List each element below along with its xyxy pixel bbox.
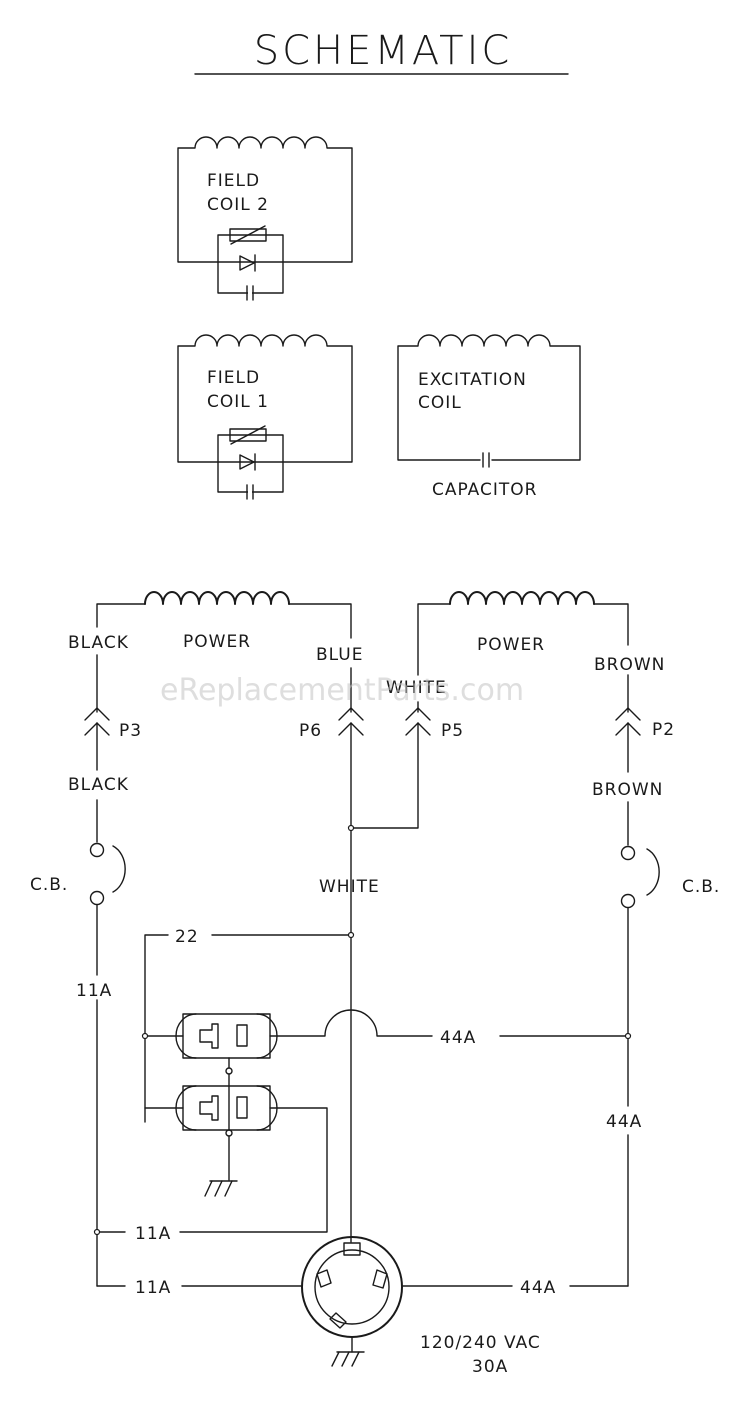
- ground-symbol-main: [331, 1351, 365, 1367]
- field-coil-2: FIELD COIL 2: [177, 136, 353, 301]
- circuit-breaker-right: [620, 845, 660, 909]
- circuit-breaker-left: [89, 842, 126, 906]
- excitation-label-1: EXCITATION: [418, 370, 527, 390]
- receptacle-slot: [199, 1023, 219, 1049]
- wire-label-blue: BLUE: [316, 645, 363, 665]
- field-coil-2-winding: [177, 136, 353, 263]
- plug-p3: [84, 707, 110, 771]
- diode-symbol: [239, 255, 255, 271]
- voltage-rating: 120/240 VAC: [420, 1333, 541, 1353]
- plug-p2: [615, 707, 641, 773]
- wire-label-black-top: BLACK: [68, 633, 129, 653]
- wire-22: [144, 934, 352, 1123]
- power-winding-right: [417, 591, 629, 676]
- power-coil-left: [144, 591, 290, 605]
- field-coil-2-label-1: FIELD: [207, 171, 260, 191]
- wire-label-black-bottom: BLACK: [68, 775, 129, 795]
- varistor-symbol: [229, 428, 267, 442]
- plug-label-p3: P3: [119, 721, 142, 741]
- power-coil-right: [449, 591, 595, 605]
- excitation-label-2: COIL: [418, 393, 462, 413]
- wire-label-11a-low2: 11A: [135, 1278, 171, 1298]
- field-coil-1-rectifier-loop: [217, 434, 284, 493]
- excitation-coil-winding: [397, 334, 581, 461]
- power-label-left: POWER: [183, 632, 251, 652]
- field-coil-1-winding: [177, 334, 353, 463]
- capacitor-label: CAPACITOR: [432, 480, 537, 500]
- wire-label-brown-bottom: BROWN: [592, 780, 663, 800]
- receptacle-lower: [175, 1085, 278, 1131]
- varistor-slash: [230, 225, 266, 245]
- wire-label-22: 22: [175, 927, 199, 947]
- excitation-coil: EXCITATION COIL CAPACITOR: [397, 334, 581, 500]
- ground-symbol-receptacle: [204, 1180, 238, 1197]
- wire-label-white-top: WHITE: [386, 678, 447, 698]
- wire-label-white-mid: WHITE: [319, 877, 380, 897]
- field-coil-1-label-1: FIELD: [207, 368, 260, 388]
- wire-label-44a-horizontal: 44A: [440, 1028, 476, 1048]
- field-coil-2-label-2: COIL 2: [207, 195, 269, 215]
- watermark: eReplacementParts.com: [160, 673, 524, 708]
- power-winding-left: [96, 591, 352, 639]
- amperage-rating: 30A: [472, 1357, 508, 1377]
- cb-label-right: C.B.: [682, 877, 720, 897]
- receptacle-upper: [175, 1013, 278, 1059]
- wire-label-44a-vertical: 44A: [606, 1112, 642, 1132]
- receptacle-slot: [199, 1095, 219, 1121]
- field-coil-1: FIELD COIL 1: [177, 334, 353, 500]
- wire-label-brown-top: BROWN: [594, 655, 665, 675]
- wire-label-44a-low: 44A: [520, 1278, 556, 1298]
- wire-label-11a-left: 11A: [76, 981, 112, 1001]
- plug-label-p5: P5: [441, 721, 464, 741]
- junction-dot: [347, 824, 355, 832]
- field-coil-2-rectifier-loop: [217, 234, 284, 294]
- plug-label-p6: P6: [299, 721, 322, 741]
- diode-symbol: [239, 454, 255, 470]
- field-coil-1-label-2: COIL 1: [207, 392, 269, 412]
- power-label-right: POWER: [477, 635, 545, 655]
- schematic-title: SCHEMATIC: [254, 28, 513, 74]
- twist-lock-receptacle: [301, 1236, 403, 1353]
- wire-label-11a-low1: 11A: [135, 1224, 171, 1244]
- cb-label-left: C.B.: [30, 875, 68, 895]
- plug-label-p2: P2: [652, 720, 675, 740]
- varistor-symbol: [229, 228, 267, 242]
